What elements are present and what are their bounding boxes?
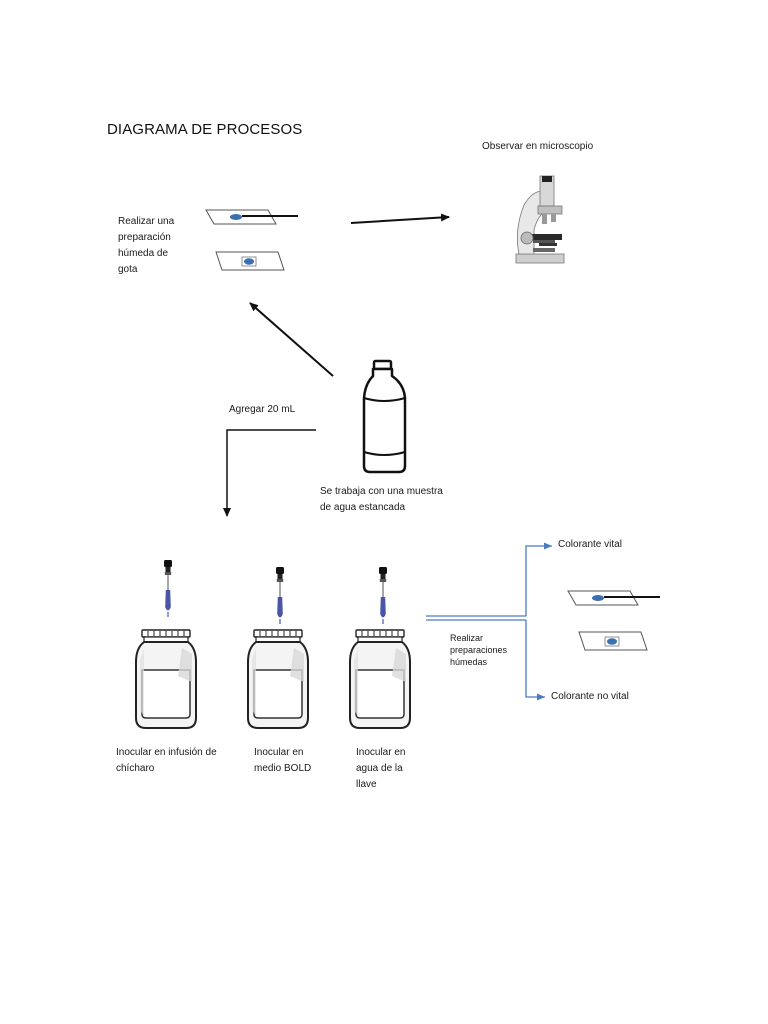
nonvital-stain-label: Colorante no vital bbox=[551, 691, 629, 702]
wet-prep-label-line: húmeda de bbox=[118, 248, 169, 259]
jar-label-line: chícharo bbox=[116, 763, 155, 774]
jar-2-label: Inocular en medio BOLD bbox=[254, 745, 311, 777]
jar-label-line: medio BOLD bbox=[254, 763, 312, 774]
slide-with-dropper-top bbox=[205, 209, 299, 225]
jar-icon bbox=[135, 629, 197, 729]
water-bottle-icon bbox=[362, 359, 407, 474]
wet-preps-label: Realizar preparaciones húmedas bbox=[450, 632, 507, 668]
wet-prep-label-line: gota bbox=[118, 264, 138, 275]
slide-with-coverslip-top bbox=[215, 251, 285, 271]
branch-arrows bbox=[426, 542, 552, 701]
jar-label-line: Inocular en bbox=[356, 747, 406, 758]
jar-label-line: agua de la bbox=[356, 763, 403, 774]
wet-preps-label-line: preparaciones bbox=[450, 645, 508, 655]
dropper-icon bbox=[163, 559, 173, 618]
sample-label-line: de agua estancada bbox=[320, 502, 406, 513]
jar-icon bbox=[349, 629, 411, 729]
wet-prep-label-line: Realizar una bbox=[118, 216, 175, 227]
dropper-icon bbox=[378, 566, 388, 625]
add-label: Agregar 20 mL bbox=[229, 404, 296, 415]
slide-with-coverslip-right bbox=[578, 631, 648, 651]
slide-with-dropper-right bbox=[567, 590, 661, 606]
jar-label-line: Inocular en bbox=[254, 747, 304, 758]
jar-1-label: Inocular en infusión de chícharo bbox=[116, 745, 217, 777]
wet-preps-label-line: Realizar bbox=[450, 633, 484, 643]
jar-label-line: llave bbox=[356, 779, 377, 790]
jar-3-label: Inocular en agua de la llave bbox=[356, 745, 405, 793]
arrow-to-microscope bbox=[350, 213, 450, 224]
jar-icon bbox=[247, 629, 309, 729]
wet-prep-label: Realizar una preparación húmeda de gota bbox=[118, 214, 174, 278]
sample-label-line: Se trabaja con una muestra bbox=[320, 486, 443, 497]
wet-preps-label-line: húmedas bbox=[450, 657, 488, 667]
page-title: DIAGRAMA DE PROCESOS bbox=[107, 121, 303, 138]
dropper-icon bbox=[275, 566, 285, 625]
microscope-label: Observar en microscopio bbox=[482, 141, 594, 152]
arrow-to-jars bbox=[223, 429, 316, 517]
wet-prep-label-line: preparación bbox=[118, 232, 171, 243]
sample-label: Se trabaja con una muestra de agua estan… bbox=[320, 484, 443, 516]
arrow-to-wet-prep bbox=[249, 302, 334, 377]
vital-stain-label: Colorante vital bbox=[558, 539, 622, 550]
jar-label-line: Inocular en infusión de bbox=[116, 747, 217, 758]
microscope-icon bbox=[515, 175, 565, 264]
